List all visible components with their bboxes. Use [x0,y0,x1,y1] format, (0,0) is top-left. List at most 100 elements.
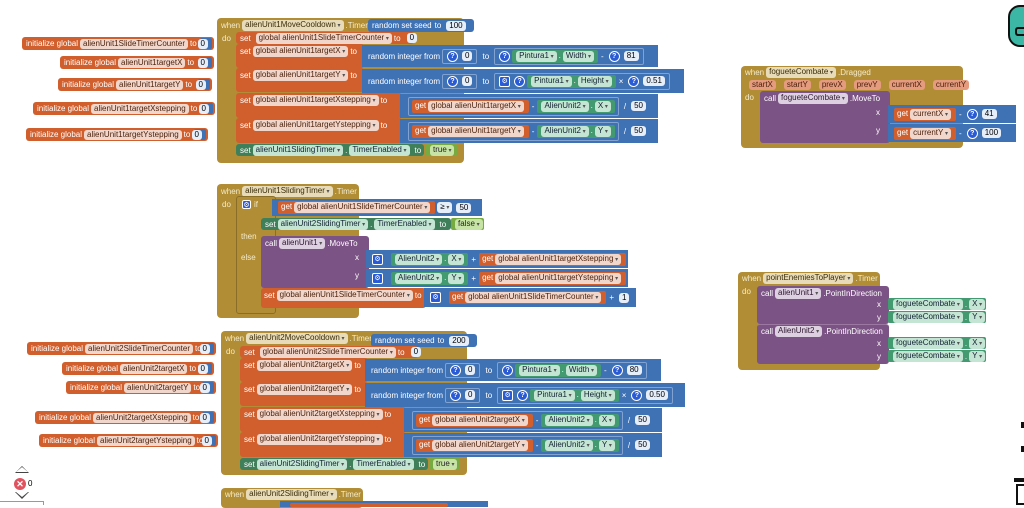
init-global-block[interactable]: initialize global alienUnit2targetX to 0 [62,362,214,375]
global-name-field[interactable]: alienUnit2targetXstepping [93,412,191,423]
call-pointindirection-block[interactable]: call alienUnit1 .PointInDirection x y [757,286,889,324]
var-dropdown[interactable]: global alienUnit2targetXstepping [256,409,383,420]
component-dropdown[interactable]: fogueteCombate [893,337,963,349]
var-dropdown[interactable]: global alienUnit1SlideTimerCounter [276,290,413,301]
value-field[interactable]: 100 [981,128,1002,138]
random-int-block[interactable]: random integer from ?0 to ⚙? Pintura1.He… [365,383,685,407]
call-moveto-block[interactable]: call alienUnit1 .MoveTo x y [261,236,369,288]
var-dropdown[interactable]: global alienUnit2targetX [256,360,353,371]
var-dropdown[interactable]: global alienUnit2targetY [432,439,528,451]
value-field[interactable]: 1 [619,292,630,303]
component-property-block[interactable]: fogueteCombate.X [888,298,986,310]
var-dropdown[interactable]: global alienUnit2SlideTimerCounter [259,346,396,358]
var-dropdown[interactable]: global alienUnit2targetY [256,384,353,395]
component-dropdown[interactable]: alienUnit1 [279,238,326,249]
value-field[interactable]: 0 [465,390,476,400]
component-dropdown[interactable]: alienUnit1MoveCooldown [242,20,344,31]
value-field[interactable]: 0 [198,104,209,114]
random-int-block[interactable]: random integer from ?0 to ? Pintura1.Wid… [362,45,658,67]
gear-icon[interactable]: ⚙ [372,253,383,265]
init-global-block[interactable]: initialize global alienUnit2targetY to 0 [66,381,216,394]
property-dropdown[interactable]: TimerEnabled [349,144,410,156]
component-dropdown[interactable]: Pintura1 [519,364,560,376]
var-dropdown[interactable]: currentY [910,127,952,139]
gear-icon[interactable]: ⚙ [499,75,511,87]
value-field[interactable]: 50 [635,415,650,425]
var-dropdown[interactable]: global alienUnit2targetX [432,414,528,426]
global-name-field[interactable]: alienUnit1targetY [116,79,184,90]
component-dropdown[interactable]: fogueteCombate [893,350,963,362]
boolean-block[interactable]: true [429,458,460,470]
init-global-block[interactable]: initialize global alienUnit2targetXstepp… [35,411,216,424]
component-dropdown[interactable]: Pintura1 [516,50,557,62]
property-dropdown[interactable]: Width [565,364,598,376]
param-prevy[interactable]: prevY [853,79,881,90]
backpack-icon[interactable] [1008,5,1024,47]
component-dropdown[interactable]: alienUnit1SlidingTimer [242,186,333,197]
set-xstepping-block[interactable]: set global alienUnit2targetXstepping to [240,407,406,432]
global-name-field[interactable]: alienUnit1targetYstepping [84,129,182,140]
set-timer-enabled-block[interactable]: set alienUnit2SlidingTimer . TimerEnable… [261,218,451,230]
global-name-field[interactable]: alienUnit2targetYstepping [97,435,195,446]
value-field[interactable]: 0.50 [646,390,668,400]
property-dropdown[interactable]: Y [969,311,986,323]
set-ystepping-block[interactable]: set global alienUnit1targetYstepping to [236,118,402,143]
global-name-field[interactable]: alienUnit1SlideTimerCounter [80,38,189,49]
component-dropdown[interactable]: fogueteCombate [778,93,848,104]
set-targety-block[interactable]: set global alienUnit2targetY to [240,382,368,406]
boolean-dropdown[interactable]: true [430,144,455,156]
init-global-block[interactable]: initialize global alienUnit2SlideTimerCo… [27,342,216,355]
seed-value[interactable]: 100 [446,20,466,31]
value-field[interactable]: 50 [635,440,650,450]
gear-icon[interactable]: ⚙ [372,272,383,284]
value-field[interactable]: 50 [631,126,646,136]
trash-lid-icon[interactable] [1014,478,1024,482]
set-timer-enabled-block[interactable]: set alienUnit1SlidingTimer . TimerEnable… [236,144,424,156]
global-name-field[interactable]: alienUnit2targetX [120,363,188,374]
random-seed-block[interactable]: random set seed to 200 [371,334,477,347]
component-dropdown[interactable]: alienUnit2SlidingTimer [246,489,337,500]
value-field[interactable]: 0 [197,39,208,49]
property-dropdown[interactable]: X [448,253,465,265]
value-field[interactable]: 80 [626,365,642,375]
init-global-block[interactable]: initialize global alienUnit2targetYstepp… [39,434,218,447]
set-counter-block[interactable]: set global alienUnit1SlideTimerCounter t… [236,32,418,44]
component-dropdown[interactable]: fogueteCombate [893,298,963,310]
var-dropdown[interactable]: global alienUnit1targetYstepping [495,272,622,284]
boolean-dropdown[interactable]: false [455,218,483,230]
property-dropdown[interactable]: Y [448,272,465,284]
param-currenty[interactable]: currentY [932,79,970,90]
property-dropdown[interactable]: X [969,298,986,310]
gear-icon[interactable]: ⚙ [430,292,441,303]
init-global-block[interactable]: initialize global alienUnit1SlideTimerCo… [22,37,214,50]
component-dropdown[interactable]: AlienUnit2 [395,272,443,284]
component-dropdown[interactable]: alienUnit1SlidingTimer [252,144,344,156]
component-dropdown[interactable]: alienUnit1 [775,288,822,299]
component-dropdown[interactable]: AlienUnit2 [541,100,589,112]
set-targety-block[interactable]: set global alienUnit1targetY to [236,68,364,92]
param-currentx[interactable]: currentX [888,79,925,90]
var-dropdown[interactable]: currentX [910,108,952,120]
var-dropdown[interactable]: global alienUnit1targetX [428,100,524,112]
value-field[interactable]: 0 [406,33,418,43]
global-name-field[interactable]: alienUnit1targetX [118,57,186,68]
var-dropdown[interactable]: global alienUnit1targetY [428,125,524,137]
value-field[interactable]: 0 [462,76,473,86]
gear-icon[interactable]: ⚙ [502,389,514,401]
property-dropdown[interactable]: X [969,337,986,349]
property-dropdown[interactable]: Y [598,439,615,451]
init-global-block[interactable]: initialize global alienUnit1targetYstepp… [26,128,208,141]
property-dropdown[interactable]: Height [577,75,612,87]
value-field[interactable]: 0 [197,364,208,374]
seed-value[interactable]: 200 [449,335,469,346]
trash-can-icon[interactable] [1016,484,1024,505]
set-xstepping-block[interactable]: set global alienUnit1targetXstepping to [236,93,402,118]
component-dropdown[interactable]: AlienUnit2 [775,326,823,337]
global-name-field[interactable]: alienUnit1targetXstepping [91,103,189,114]
var-dropdown[interactable]: global alienUnit1targetXstepping [495,253,622,265]
component-dropdown[interactable]: Pintura1 [531,75,572,87]
